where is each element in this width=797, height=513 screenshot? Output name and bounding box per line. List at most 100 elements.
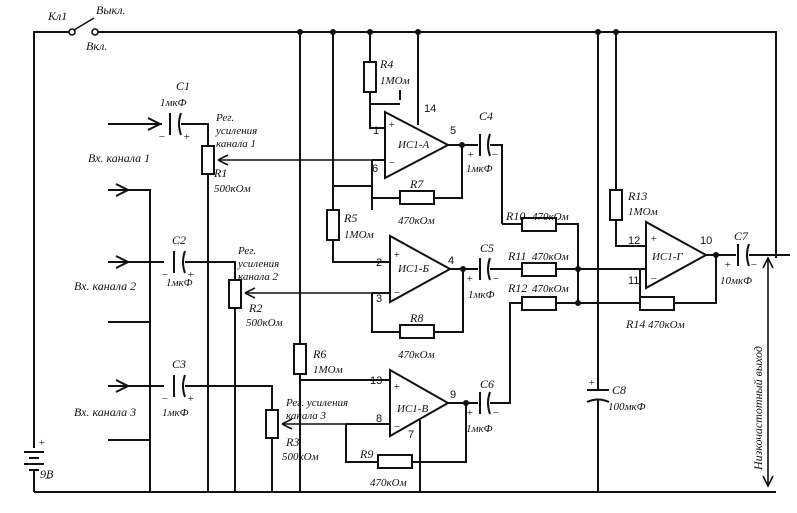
c8-value: 100мкФ [608,401,646,413]
r12-name: R12 [507,281,527,295]
svg-text:10: 10 [700,235,712,247]
opamp-ic1-b: ИС1-Б + − 2 3 4 [371,234,478,333]
svg-text:13: 13 [370,375,382,387]
r5-value: 1МОм [344,229,374,241]
power-switch: Кл1 Выкл. Вкл. [47,3,126,53]
input-3-label: Вх. канала 3 [74,405,136,419]
svg-text:+: + [38,437,45,449]
r11-value: 470кОм [532,251,569,263]
r12-value: 470кОм [532,283,569,295]
resistor-r10: R10 470кОм [502,209,579,303]
svg-text:−: − [492,273,499,285]
svg-text:+: + [724,259,731,271]
opamp-v-name: ИС1-В [396,403,428,415]
svg-text:−: − [161,269,168,281]
capacitor-c8: + C8 100мкФ [586,29,646,492]
switch-off-label: Выкл. [96,3,126,17]
c6-value: 1мкФ [466,423,493,435]
r8-name: R8 [409,311,423,325]
opamp-g-name: ИС1-Г [651,251,683,263]
svg-text:канала 3: канала 3 [286,410,327,422]
bias-bus [297,29,401,492]
supply-rail [33,31,777,448]
input-channel-1: Вх. канала 1 [88,117,163,165]
svg-text:+: + [393,381,400,393]
resistor-r6: R6 1МОм [293,343,390,381]
r11-name: R11 [507,249,526,263]
svg-text:7: 7 [408,429,414,441]
svg-text:Рег.: Рег. [215,112,234,124]
svg-text:+: + [393,249,400,261]
svg-text:+: + [187,393,194,405]
svg-text:+: + [187,269,194,281]
r2-value: 500кОм [246,317,283,329]
input-channel-3: Вх. канала 3 [74,379,164,441]
potentiometer-r3: Рег. усиления канала 3 R3 500кОм [265,397,372,492]
ground-rail [33,470,776,493]
resistor-r11: R11 470кОм [507,249,646,277]
output-label: Низкочастотный выход [751,346,765,471]
c5-name: C5 [480,241,494,255]
svg-text:−: − [393,421,400,433]
c1-value: 1мкФ [160,97,187,109]
svg-text:+: + [467,149,474,161]
r8-value: 470кОм [398,349,435,361]
capacitor-c3: − + C3 1мкФ [161,357,273,419]
resistor-r5: R5 1МОм [326,186,390,263]
svg-text:8: 8 [376,413,382,425]
switch-on-label: Вкл. [86,39,107,53]
r1-value: 500кОм [214,183,251,195]
svg-text:+: + [650,233,657,245]
c2-name: C2 [172,233,186,247]
output-terminal: Низкочастотный выход [751,256,774,488]
svg-text:+: + [466,407,473,419]
r9-value: 470кОм [370,477,407,489]
r1-name: R1 [213,166,227,180]
resistor-r14: R14 470кОм [625,296,685,331]
opamp-ic1-v: ИС1-В + − 13 8 9 7 [345,368,478,492]
svg-text:−: − [750,259,757,271]
c4-value: 1мкФ [466,163,493,175]
c7-name: C7 [734,229,749,243]
r13-value: 1МОм [628,206,658,218]
c6-name: C6 [480,377,494,391]
svg-text:−: − [388,157,395,169]
svg-text:6: 6 [372,163,378,175]
capacitor-c6: + − C6 1мкФ [466,302,522,435]
opamp-a-name: ИС1-А [397,139,429,151]
resistor-r7: R7 470кОм [398,177,435,227]
svg-text:11: 11 [628,275,639,287]
c3-value: 1мкФ [162,407,189,419]
input-1-label: Вх. канала 1 [88,151,150,165]
resistor-r9: R9 470кОм [359,447,413,489]
r10-name: R10 [505,209,525,223]
r3-name: R3 [285,435,299,449]
resistor-r4: R4 1МОм [363,32,410,129]
c8-name: C8 [612,383,626,397]
capacitor-c2: − + C2 1мкФ [161,233,236,289]
svg-text:усиления: усиления [237,258,279,270]
svg-text:−: − [393,287,400,299]
r6-name: R6 [312,347,326,361]
svg-text:+: + [183,131,190,143]
svg-text:12: 12 [628,235,640,247]
svg-text:−: − [650,273,657,285]
c4-name: C4 [479,109,493,123]
svg-text:3: 3 [376,293,382,305]
svg-text:канала 1: канала 1 [216,138,256,150]
battery-9v: + − 9В [24,437,54,485]
svg-text:−: − [44,473,51,485]
battery-label: 9В [40,467,54,481]
c3-name: C3 [172,357,186,371]
capacitor-c1: − + C1 1мкФ [158,79,209,146]
r9-name: R9 [359,447,373,461]
r7-value: 470кОм [398,215,435,227]
svg-text:4: 4 [448,255,454,267]
opamp-b-name: ИС1-Б [397,263,429,275]
svg-text:2: 2 [376,257,382,269]
capacitor-c4: + − C4 1мкФ [466,109,503,224]
c2-value: 1мкФ [166,277,193,289]
opamp-ic1-g: ИС1-Г + − 12 11 10 [628,220,736,304]
r6-value: 1МОм [313,364,343,376]
